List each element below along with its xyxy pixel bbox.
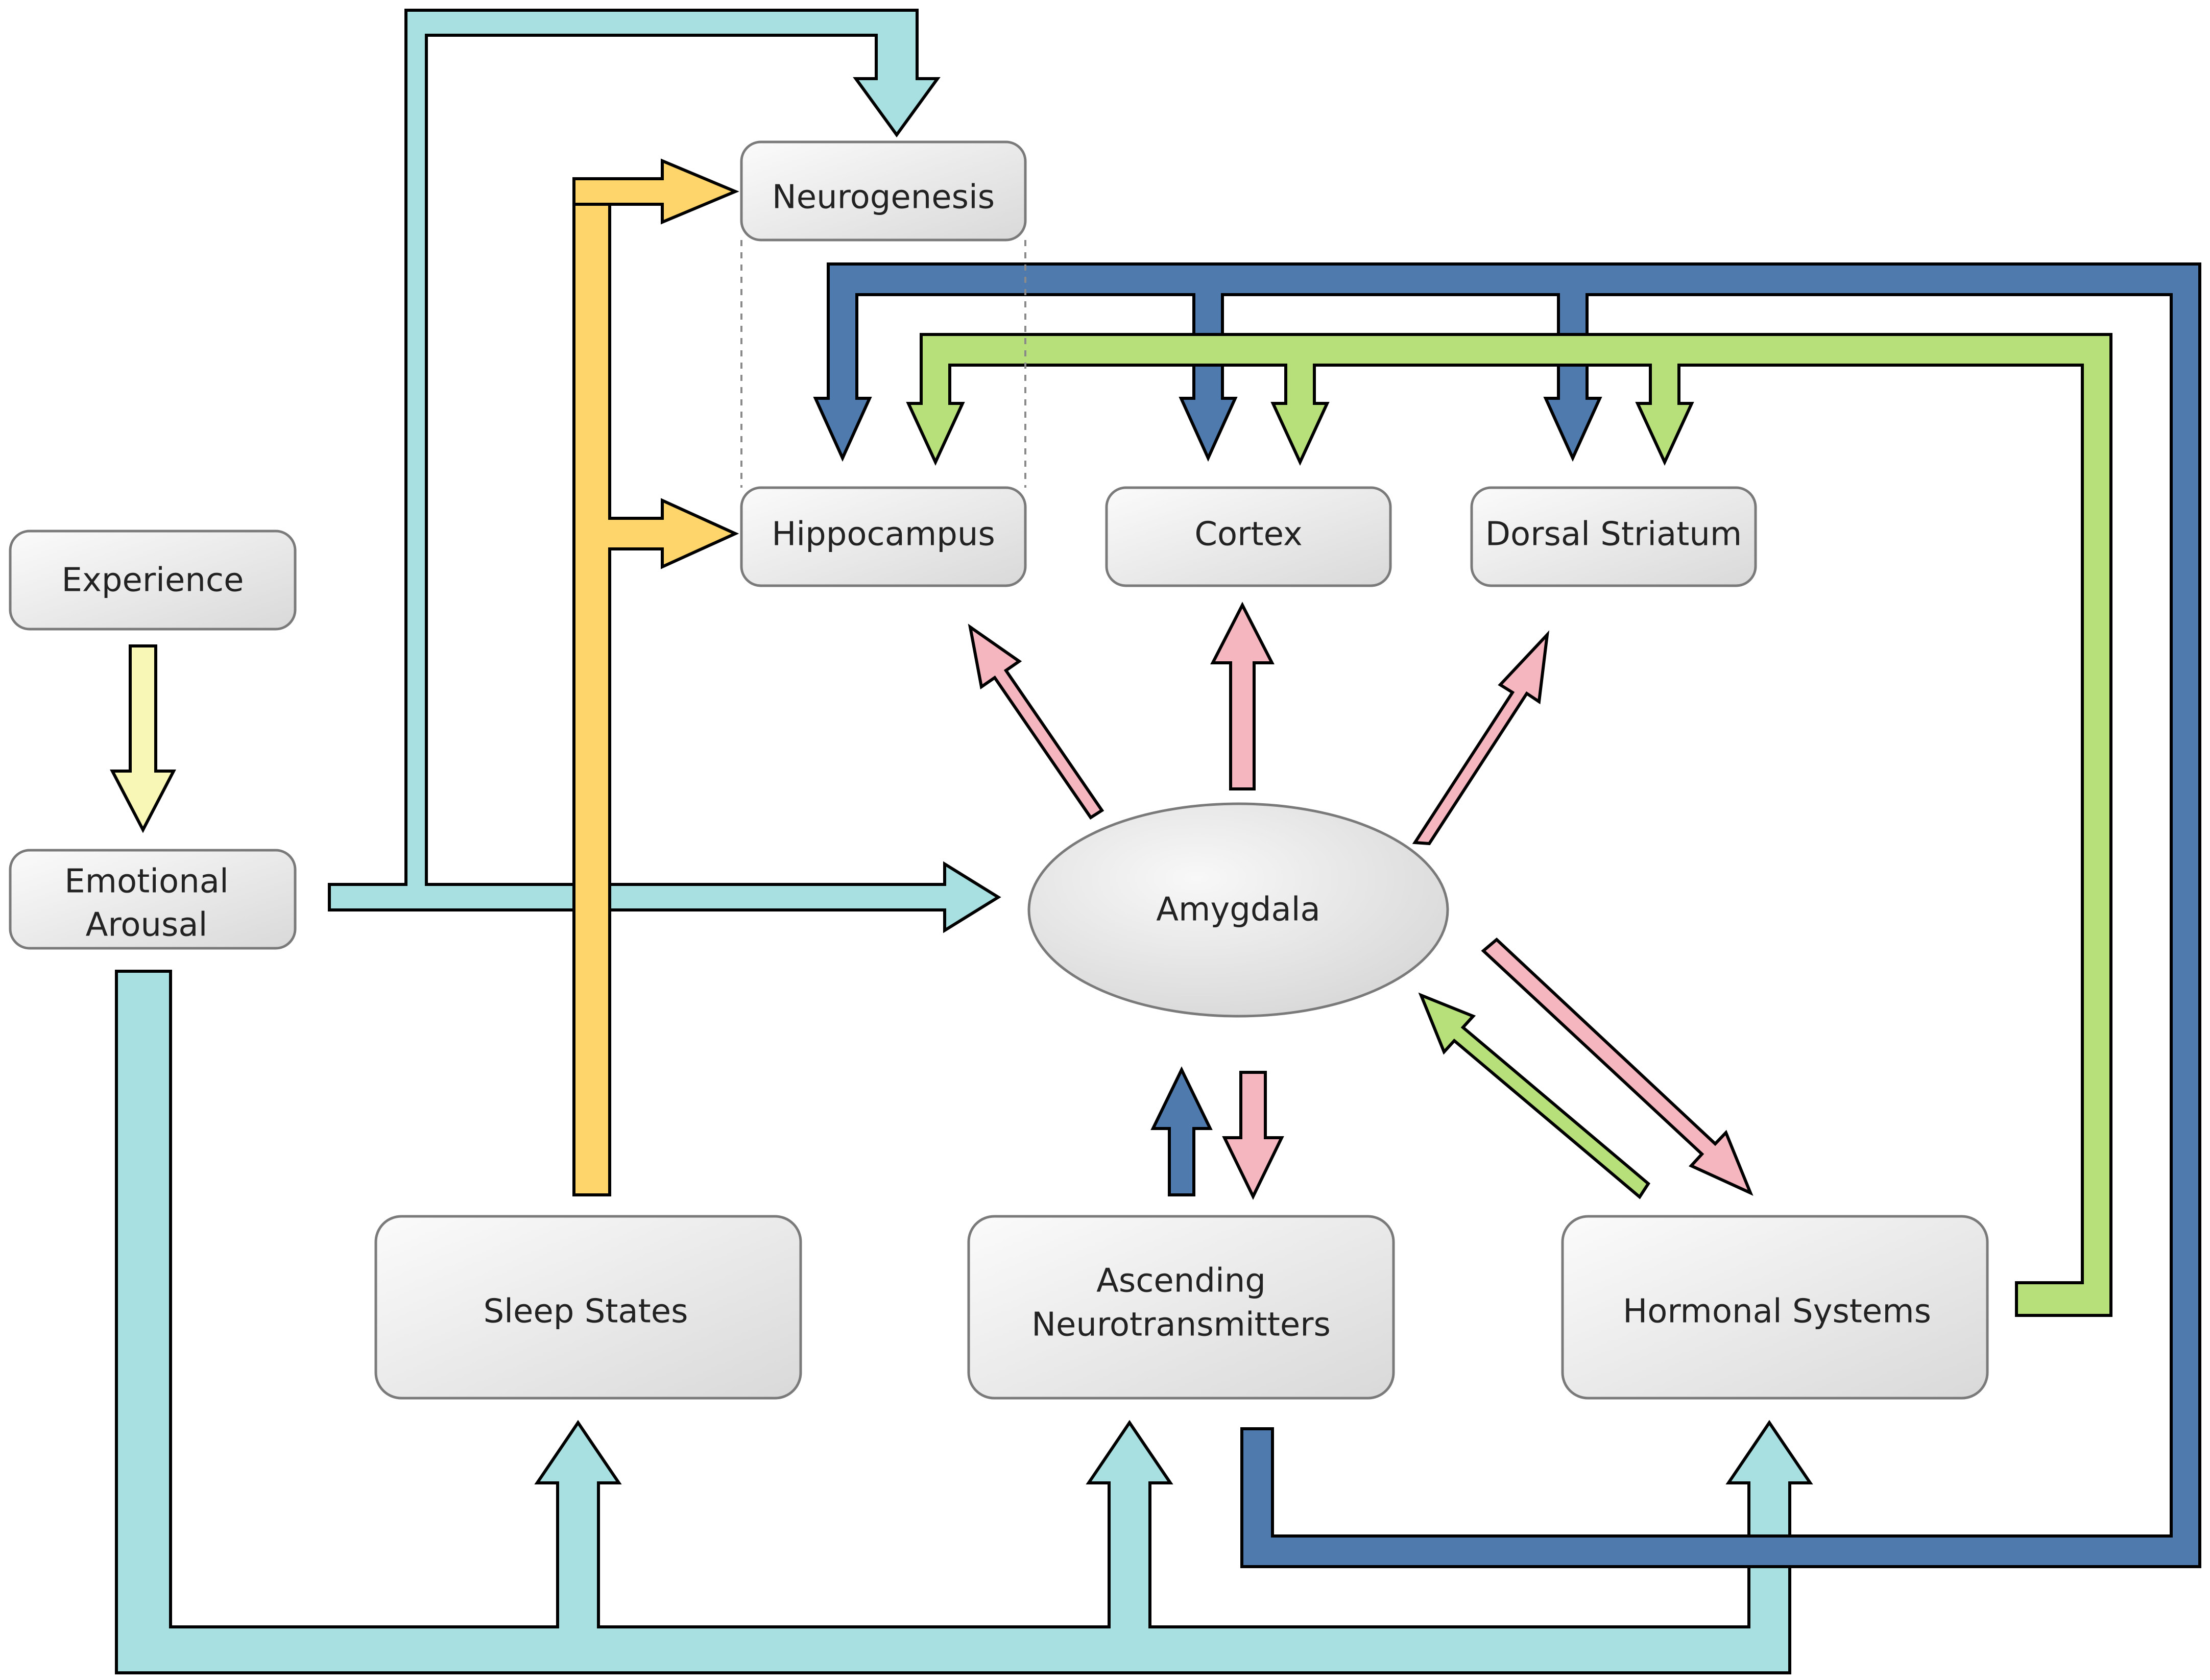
nodes: Experience Emotional Arousal Neurogenesi… — [9, 140, 1989, 1400]
ascending-neurotransmitters-node: Ascending Neurotransmitters — [967, 1215, 1395, 1400]
emotional-arousal-node: Emotional Arousal — [9, 849, 297, 950]
hormonal-systems-node: Hormonal Systems — [1561, 1215, 1989, 1400]
experience-label: Experience — [62, 562, 244, 599]
neurogenesis-label: Neurogenesis — [772, 179, 995, 217]
amygdala-to-ascending-arrow — [1222, 1071, 1284, 1200]
arousal-to-sleep-ascending-hormonal-arrow — [115, 970, 1813, 1674]
amygdala-node: Amygdala — [1027, 802, 1449, 1018]
sleep-to-hippocampus-neurogenesis-arrow — [572, 158, 739, 1195]
ascending-label-line1: Ascending — [1096, 1262, 1266, 1300]
experience-to-arousal-arrow — [110, 644, 176, 833]
amygdala-to-dorsal-striatum-arrow — [1412, 630, 1550, 846]
amygdala-to-cortex-arrow — [1210, 602, 1275, 790]
cortex-node: Cortex — [1105, 486, 1392, 587]
ascending-label-line2: Neurotransmitters — [1031, 1306, 1331, 1344]
hippocampus-node: Hippocampus — [740, 486, 1027, 587]
experience-node: Experience — [9, 530, 297, 631]
hormonal-systems-label: Hormonal Systems — [1623, 1293, 1931, 1331]
amygdala-to-hippocampus-arrow — [968, 623, 1104, 820]
neurogenesis-node: Neurogenesis — [740, 140, 1027, 242]
hippocampus-label: Hippocampus — [772, 516, 995, 554]
sleep-states-label: Sleep States — [484, 1293, 688, 1331]
arousal-to-amygdala-neurogenesis-arrow — [328, 9, 1001, 933]
amygdala-to-hormonal-arrow — [1481, 937, 1753, 1196]
cortex-label: Cortex — [1194, 516, 1302, 554]
emotional-arousal-label-line1: Emotional — [64, 863, 229, 901]
sleep-states-node: Sleep States — [374, 1215, 802, 1400]
emotional-arousal-label-line2: Arousal — [86, 906, 208, 944]
hormonal-to-amygdala-arrow — [1418, 992, 1650, 1199]
amygdala-label: Amygdala — [1156, 891, 1320, 929]
hormonal-to-targets-arrow — [906, 333, 2112, 1317]
dorsal-striatum-label: Dorsal Striatum — [1485, 516, 1742, 554]
pathways — [110, 9, 2201, 1674]
ascending-to-targets-arrow — [813, 262, 2201, 1568]
dorsal-striatum-node: Dorsal Striatum — [1470, 486, 1757, 587]
ascending-to-amygdala-arrow — [1150, 1066, 1213, 1196]
sleep-to-hippocampus-arrow — [572, 203, 739, 1196]
